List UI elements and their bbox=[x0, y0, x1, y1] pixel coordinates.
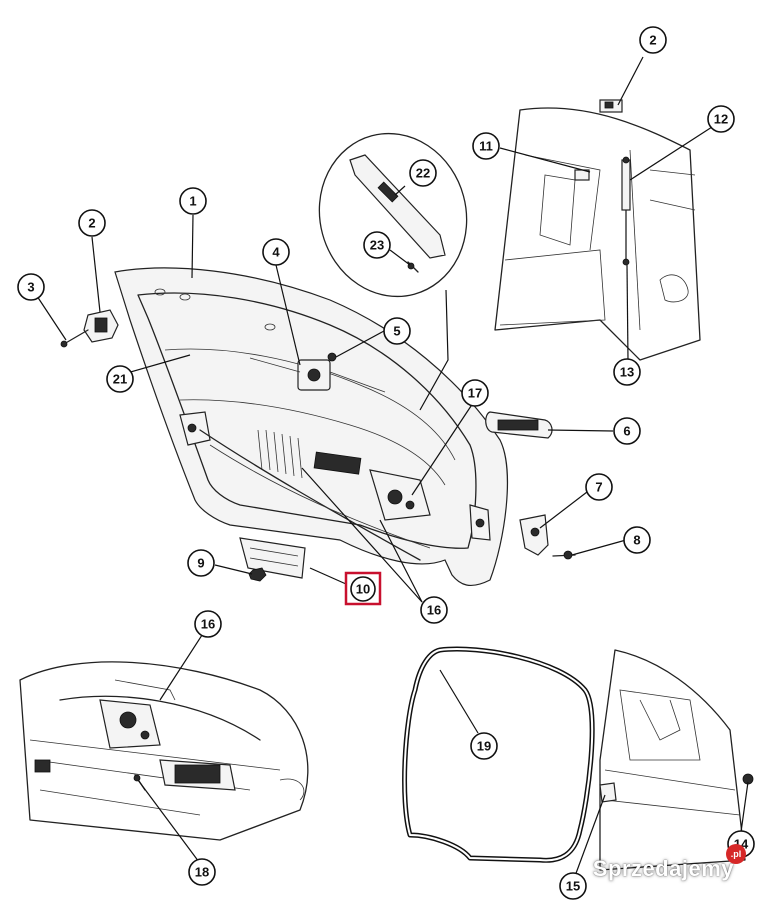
svg-text:1: 1 bbox=[189, 194, 196, 209]
svg-text:22: 22 bbox=[416, 166, 430, 181]
svg-text:2: 2 bbox=[649, 33, 656, 48]
leader-lines bbox=[30, 56, 749, 877]
callout-2-left: 2 bbox=[78, 209, 106, 237]
callout-18: 18 bbox=[188, 858, 216, 886]
liftgate-assembly bbox=[114, 267, 508, 587]
callout-19: 19 bbox=[470, 732, 498, 760]
svg-text:8: 8 bbox=[633, 533, 640, 548]
callout-21: 21 bbox=[106, 365, 134, 393]
svg-text:18: 18 bbox=[195, 865, 209, 880]
svg-text:17: 17 bbox=[468, 386, 482, 401]
vehicle-body-top-right bbox=[494, 99, 701, 361]
svg-text:11: 11 bbox=[479, 139, 493, 154]
detail-circle-22-23 bbox=[318, 132, 468, 411]
callout-4: 4 bbox=[262, 238, 290, 266]
callout-8: 8 bbox=[623, 526, 651, 554]
svg-text:12: 12 bbox=[714, 112, 728, 127]
bolt-part-8 bbox=[552, 550, 576, 560]
hinge-part-2-left bbox=[83, 309, 119, 343]
callout-17: 17 bbox=[461, 379, 489, 407]
svg-text:13: 13 bbox=[620, 365, 634, 380]
callout-15: 15 bbox=[559, 872, 587, 900]
svg-text:16: 16 bbox=[427, 603, 441, 618]
svg-text:15: 15 bbox=[566, 879, 580, 894]
callout-3: 3 bbox=[17, 273, 45, 301]
callout-22: 22 bbox=[409, 159, 437, 187]
callout-16-detail: 16 bbox=[194, 610, 222, 638]
svg-text:9: 9 bbox=[197, 556, 204, 571]
svg-text:4: 4 bbox=[272, 245, 280, 260]
nut-part-9 bbox=[248, 567, 267, 582]
callout-13: 13 bbox=[613, 358, 641, 386]
svg-text:21: 21 bbox=[113, 372, 127, 387]
callout-12: 12 bbox=[707, 105, 735, 133]
watermark-badge: .pl bbox=[726, 844, 746, 864]
callout-11: 11 bbox=[472, 132, 500, 160]
svg-text:5: 5 bbox=[393, 324, 400, 339]
callout-10-highlighted: 10 bbox=[344, 571, 382, 606]
bolt-part-3 bbox=[60, 329, 89, 348]
callout-16-main: 16 bbox=[420, 596, 448, 624]
callout-23: 23 bbox=[363, 231, 391, 259]
svg-text:10: 10 bbox=[356, 582, 370, 597]
svg-text:23: 23 bbox=[370, 238, 384, 253]
svg-text:16: 16 bbox=[201, 617, 215, 632]
svg-text:19: 19 bbox=[477, 739, 491, 754]
watermark-text: Sprzedajemy bbox=[592, 856, 734, 881]
trim-plate-part-10 bbox=[239, 537, 306, 579]
weatherstrip-part-19 bbox=[402, 646, 595, 863]
svg-text:3: 3 bbox=[27, 280, 34, 295]
svg-text:2: 2 bbox=[88, 216, 95, 231]
detail-latch-area-lower-left bbox=[19, 661, 309, 841]
handle-part-6 bbox=[485, 411, 553, 439]
callout-6: 6 bbox=[613, 417, 641, 445]
svg-text:7: 7 bbox=[595, 480, 602, 495]
callout-1: 1 bbox=[179, 187, 207, 215]
bracket-part-7 bbox=[519, 514, 549, 556]
callout-5: 5 bbox=[383, 317, 411, 345]
callout-2-top: 2 bbox=[639, 26, 667, 54]
callout-9: 9 bbox=[187, 549, 215, 577]
svg-text:6: 6 bbox=[623, 424, 630, 439]
callout-7: 7 bbox=[585, 473, 613, 501]
